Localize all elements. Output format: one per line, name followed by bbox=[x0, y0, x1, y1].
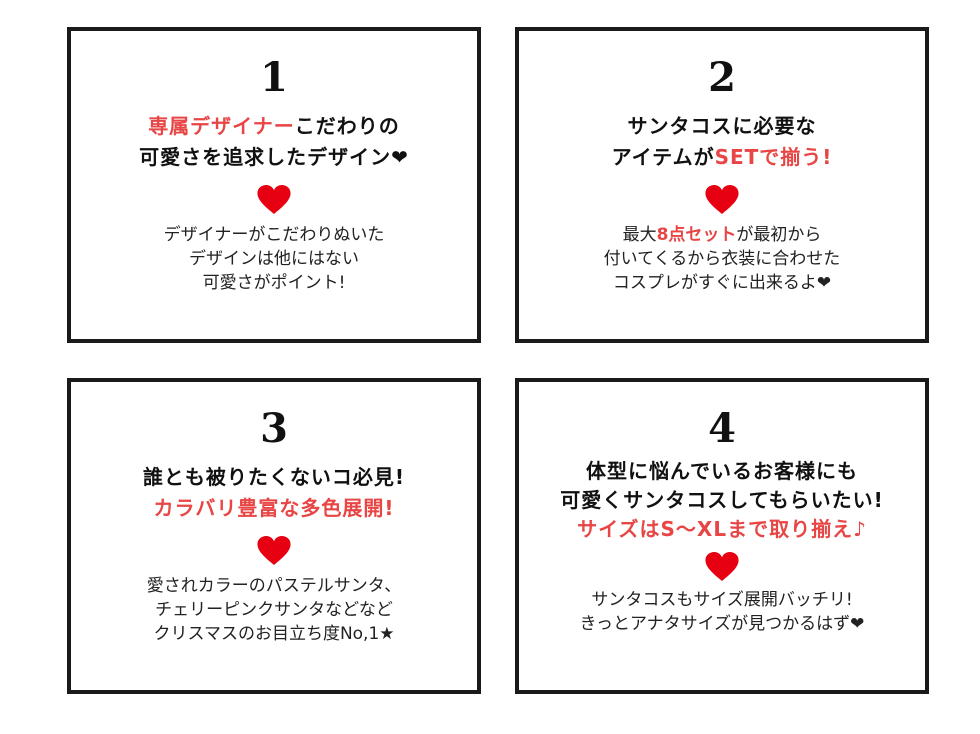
headline-line: サンタコスに必要な bbox=[627, 114, 817, 138]
feature-card-3: 3 誰とも被りたくないコ必見! カラバリ豊富な多色展開! 愛されカラーのパステル… bbox=[67, 378, 481, 694]
headline-line: 可愛さを追求したデザイン❤ bbox=[139, 145, 409, 169]
body-text: が最初から bbox=[736, 225, 822, 245]
body-line: クリスマスのお目立ち度No,1★ bbox=[153, 624, 395, 644]
body-line: 愛されカラーのパステルサンタ、 bbox=[146, 576, 402, 596]
heart-icon bbox=[705, 185, 739, 214]
body-line: デザインは他にはない bbox=[189, 249, 359, 269]
card-headline: サンタコスに必要な アイテムがSETで揃う! bbox=[519, 111, 925, 173]
card-body: 最大8点セットが最初から 付いてくるから衣装に合わせた コスプレがすぐに出来るよ… bbox=[519, 223, 925, 295]
body-line: 最大8点セットが最初から bbox=[519, 223, 925, 247]
headline-line: 体型に悩んでいるお客様にも bbox=[586, 459, 858, 483]
card-number: 1 bbox=[260, 54, 288, 101]
body-line: チェリーピンクサンタなどなど bbox=[155, 600, 393, 620]
card-headline: 体型に悩んでいるお客様にも 可愛くサンタコスしてもらいたい! サイズはS～XLま… bbox=[519, 457, 925, 544]
body-highlight: 8点セット bbox=[656, 225, 737, 245]
headline-highlight: カラバリ豊富な多色展開! bbox=[153, 496, 395, 520]
body-line: コスプレがすぐに出来るよ❤ bbox=[612, 273, 832, 293]
feature-card-4: 4 体型に悩んでいるお客様にも 可愛くサンタコスしてもらいたい! サイズはS～X… bbox=[515, 378, 929, 694]
body-line: サンタコスもサイズ展開バッチリ! bbox=[591, 590, 853, 610]
heart-icon bbox=[257, 185, 291, 214]
card-headline: 専属デザイナーこだわりの 可愛さを追求したデザイン❤ bbox=[71, 111, 477, 173]
headline-text: アイテムが bbox=[611, 145, 715, 169]
card-number: 3 bbox=[260, 405, 288, 452]
feature-card-1: 1 専属デザイナーこだわりの 可愛さを追求したデザイン❤ デザイナーがこだわりぬ… bbox=[67, 27, 481, 343]
headline-line: 専属デザイナーこだわりの bbox=[71, 111, 477, 142]
card-headline: 誰とも被りたくないコ必見! カラバリ豊富な多色展開! bbox=[71, 462, 477, 524]
headline-highlight: 専属デザイナー bbox=[148, 114, 295, 138]
heart-icon bbox=[705, 552, 739, 581]
body-line: 付いてくるから衣装に合わせた bbox=[603, 249, 841, 269]
headline-highlight: SETで揃う! bbox=[714, 145, 833, 169]
card-body: サンタコスもサイズ展開バッチリ! きっとアナタサイズが見つかるはず❤ bbox=[519, 588, 925, 636]
card-number: 4 bbox=[708, 405, 736, 452]
card-number: 2 bbox=[708, 54, 736, 101]
headline-line: アイテムがSETで揃う! bbox=[519, 142, 925, 173]
feature-card-2: 2 サンタコスに必要な アイテムがSETで揃う! 最大8点セットが最初から 付い… bbox=[515, 27, 929, 343]
headline-text: こだわりの bbox=[294, 114, 400, 138]
card-body: デザイナーがこだわりぬいた デザインは他にはない 可愛さがポイント! bbox=[71, 223, 477, 295]
body-line: きっとアナタサイズが見つかるはず❤ bbox=[579, 614, 865, 634]
headline-line: 可愛くサンタコスしてもらいたい! bbox=[560, 488, 884, 512]
heart-icon bbox=[257, 536, 291, 565]
body-line: 可愛さがポイント! bbox=[202, 273, 346, 293]
body-text: 最大 bbox=[622, 225, 657, 245]
headline-line: 誰とも被りたくないコ必見! bbox=[142, 465, 406, 489]
body-line: デザイナーがこだわりぬいた bbox=[163, 225, 385, 245]
headline-highlight: サイズはS～XLまで取り揃え♪ bbox=[577, 517, 867, 541]
card-body: 愛されカラーのパステルサンタ、 チェリーピンクサンタなどなど クリスマスのお目立… bbox=[71, 574, 477, 646]
